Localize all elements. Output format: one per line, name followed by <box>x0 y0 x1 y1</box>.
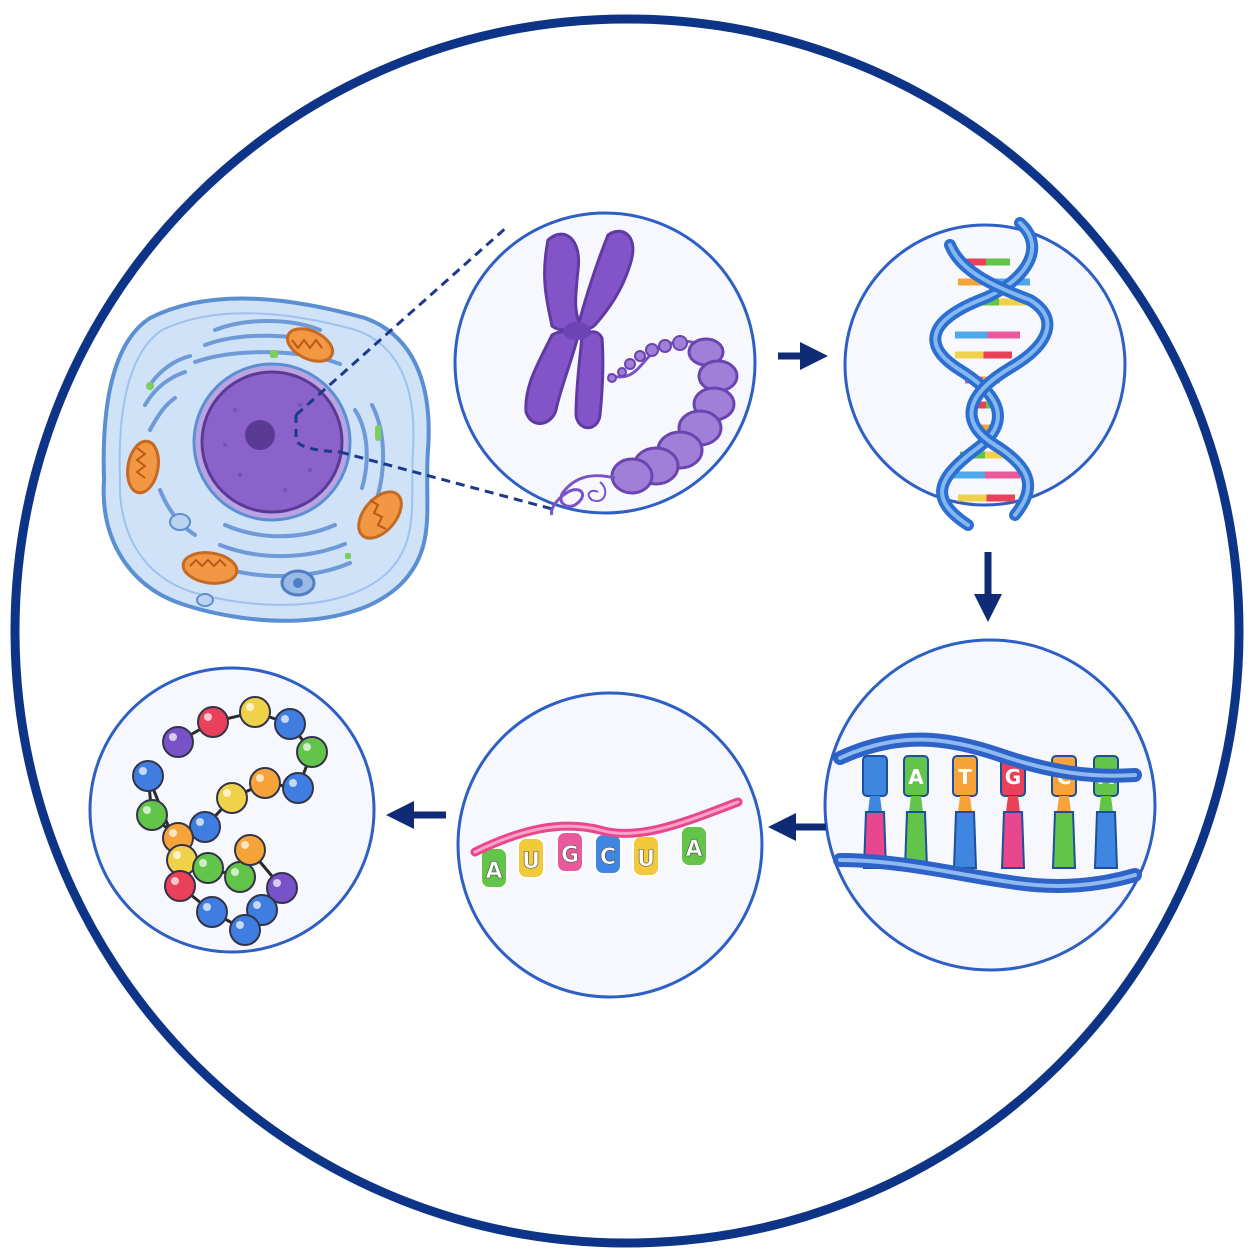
dna-base-neck <box>1099 796 1113 812</box>
bead-highlight <box>171 877 179 885</box>
bead-highlight <box>203 903 211 911</box>
bead-highlight <box>196 818 204 826</box>
bead-highlight <box>199 859 207 867</box>
amino-acid-bead <box>216 782 248 814</box>
rna-base-letter: U <box>637 847 655 872</box>
bead-highlight <box>236 921 244 929</box>
bead-highlight <box>204 713 212 721</box>
dna-partner-base <box>1000 811 1026 869</box>
bead-highlight <box>246 703 254 711</box>
bead-highlight <box>281 715 289 723</box>
outer-frame-ring <box>10 14 1244 1248</box>
rna-base <box>680 825 708 867</box>
amino-acid-bead <box>164 870 196 902</box>
bead-highlight <box>169 733 177 741</box>
cell-membrane-inner <box>118 312 415 606</box>
rna-base <box>517 837 545 879</box>
bead-highlight <box>231 868 239 876</box>
dna-base-neck <box>868 796 882 812</box>
bead-highlight <box>273 879 281 887</box>
animal-cell <box>101 296 431 623</box>
amino-acid-bead <box>274 708 306 740</box>
dna-base-neck <box>909 796 923 812</box>
amino-acid-bead <box>196 896 228 928</box>
bead-highlight <box>256 774 264 782</box>
rna-base-letter: A <box>485 859 502 884</box>
zoom-lines <box>295 224 557 512</box>
dna-partner-base <box>1093 811 1119 869</box>
rna-base-letter: C <box>600 845 616 870</box>
flow-arrows <box>386 342 1002 841</box>
bead-highlight <box>241 841 249 849</box>
bead-highlight <box>223 789 231 797</box>
dna-partner-base <box>952 811 978 869</box>
amino-acid-bead <box>249 767 281 799</box>
nucleolus <box>245 420 275 450</box>
amino-acid-bead <box>234 834 266 866</box>
rna-base-letter: A <box>685 837 702 862</box>
amino-acid-bead <box>239 696 271 728</box>
rna-base-letter: U <box>522 849 540 874</box>
bead-highlight <box>169 829 177 837</box>
bead-highlight <box>253 901 261 909</box>
vesicles <box>146 350 381 607</box>
amino-acid-bead <box>282 772 314 804</box>
amino-acid-bead <box>189 811 221 843</box>
bead-highlight <box>173 851 181 859</box>
dna-base-letter: G <box>1005 765 1021 789</box>
amino-acid-chain <box>132 696 328 946</box>
chromosome-panel <box>453 211 757 516</box>
amino-acid-bead <box>224 861 256 893</box>
bead-highlight <box>139 767 147 775</box>
amino-acid-bead <box>229 914 261 946</box>
amino-acid-bead <box>162 726 194 758</box>
dna-base-neck <box>958 796 972 812</box>
bead-highlight <box>303 743 311 751</box>
amino-acid-bead <box>132 760 164 792</box>
chromatin-fiber <box>550 335 739 516</box>
dna-base-neck <box>1057 796 1071 812</box>
rna-base-letter: G <box>561 843 579 868</box>
bead-highlight <box>289 779 297 787</box>
rna-base <box>556 831 584 873</box>
amino-acid-bead <box>197 706 229 738</box>
chromosome <box>524 229 635 430</box>
dna-helix-panel <box>843 217 1127 531</box>
protein-panel <box>88 666 376 954</box>
amino-acid-bead <box>192 852 224 884</box>
dna-base-letter: A <box>908 765 924 789</box>
amino-acid-bead <box>296 736 328 768</box>
amino-acid-bead <box>136 799 168 831</box>
dna-base-neck <box>1006 796 1020 812</box>
bead-highlight <box>143 806 151 814</box>
dna-base-letter: T <box>958 765 972 789</box>
dna-partner-base <box>1051 811 1077 869</box>
dna-base-block <box>862 755 888 797</box>
